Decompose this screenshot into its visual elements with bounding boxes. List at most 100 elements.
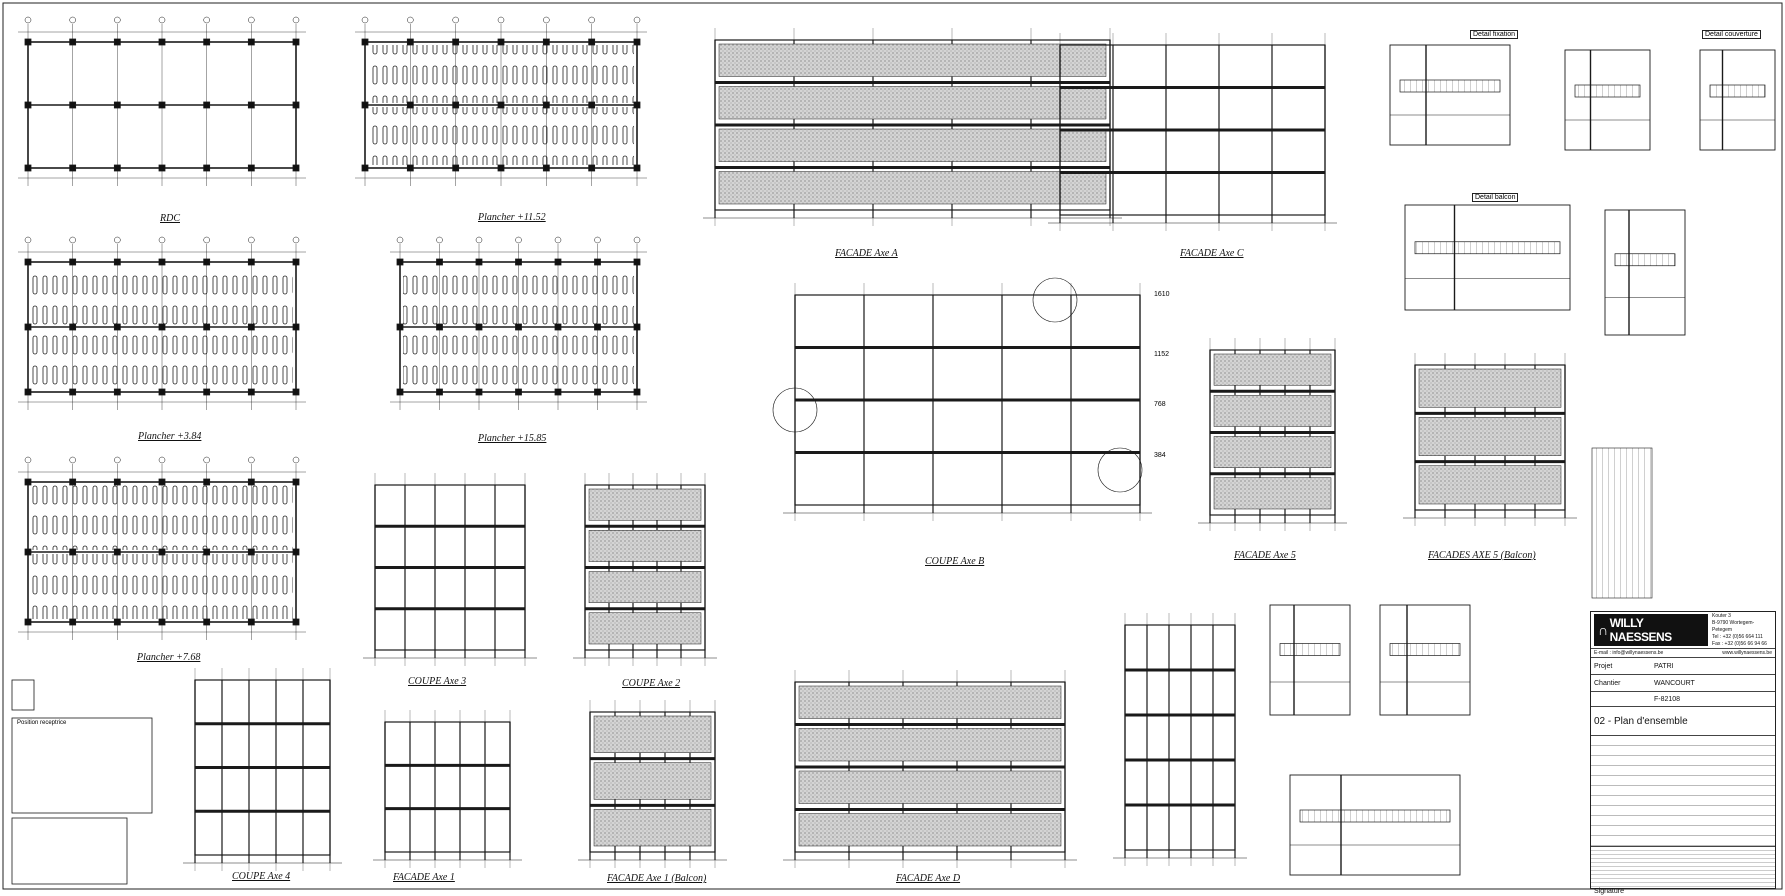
- plan-rdc-column: [247, 38, 255, 46]
- plan-1152-column: [588, 38, 596, 46]
- label-plancher-768: Plancher +7.68: [137, 652, 201, 663]
- facade-5-panel: [1213, 477, 1332, 510]
- plan-rdc-column: [24, 164, 32, 172]
- email: E-mail : info@willynaessens.be: [1594, 650, 1664, 656]
- plan-384-column: [203, 388, 211, 396]
- plan-768-column: [24, 618, 32, 626]
- label-facades-5-balcon: FACADES AXE 5 (Balcon): [1428, 550, 1536, 561]
- plan-384-column: [203, 258, 211, 266]
- plan-rdc-column: [292, 164, 300, 172]
- plan-1152-axis-bubble: [497, 16, 505, 24]
- plan-rdc-column: [203, 38, 211, 46]
- label-facade-a: FACADE Axe A: [835, 248, 898, 259]
- website: www.willynaessens.be: [1722, 650, 1772, 656]
- phone: Tel : +32 (0)56 664 111: [1712, 633, 1763, 640]
- detail-side-frame: [1604, 209, 1686, 336]
- north-mark: [11, 679, 35, 711]
- plan-384-column: [158, 258, 166, 266]
- facade-a-panel: [718, 128, 1107, 162]
- plan-1585-column: [475, 388, 483, 396]
- detail-a-slab: [1399, 79, 1501, 93]
- plan-1585-column: [554, 388, 562, 396]
- plan-768-column: [292, 548, 300, 556]
- detail-b1-slab: [1279, 643, 1341, 656]
- coupe-2-panel: [588, 530, 702, 562]
- plan-384-axis-bubble: [248, 236, 255, 244]
- detail-balcon-slab: [1414, 241, 1561, 255]
- plan-1585-column: [396, 258, 404, 266]
- projet-label: Projet: [1594, 662, 1613, 670]
- plan-768-column: [292, 618, 300, 626]
- company-name: WILLY NAESSENS: [1609, 616, 1673, 644]
- label-plancher-384: Plancher +3.84: [138, 431, 202, 442]
- address-line-2: B-9790 Wortegem-Petegem: [1712, 619, 1755, 633]
- plan-1585-axis-bubble: [594, 236, 601, 244]
- company-logo: ∩WILLY NAESSENS: [1594, 614, 1709, 646]
- plan-768-column: [292, 478, 300, 486]
- level-1610: 1610: [1154, 291, 1170, 298]
- detail-couverture-frame: [1699, 49, 1776, 151]
- plan-rdc-column: [203, 164, 211, 172]
- plan-768-column: [247, 618, 255, 626]
- plan-rdc-axis-bubble: [203, 16, 210, 24]
- plan-768-axis-bubble: [292, 456, 300, 464]
- plan-768-column: [69, 548, 77, 556]
- plan-384-axis-bubble: [292, 236, 300, 244]
- plan-384-column: [247, 323, 255, 331]
- plan-768-column: [24, 478, 32, 486]
- logo-mark-icon: ∩: [1598, 622, 1608, 638]
- detail-callout: [1032, 277, 1078, 323]
- plan-rdc-column: [24, 101, 32, 109]
- plan-1585-column: [515, 323, 522, 331]
- plan-384-column: [203, 323, 211, 331]
- plan-1152-column: [633, 101, 641, 109]
- plan-1585-axis-bubble: [515, 236, 522, 244]
- plan-1152-column: [452, 164, 460, 172]
- plan-rdc-column: [292, 38, 300, 46]
- plan-768-column: [203, 478, 211, 486]
- notes-panel: [1591, 447, 1653, 599]
- facade-d-panel: [798, 813, 1062, 847]
- plan-1152-axis-bubble: [588, 16, 595, 24]
- plan-768-column: [69, 618, 77, 626]
- facade-5-panel: [1213, 395, 1332, 427]
- plan-1152-column: [452, 38, 460, 46]
- plan-rdc-column: [247, 101, 255, 109]
- chantier-label: Chantier: [1594, 679, 1621, 687]
- plan-1152-column: [406, 101, 414, 109]
- plan-768-column: [247, 478, 255, 486]
- facade-1-balcon-panel: [593, 715, 712, 753]
- facades-5-balcon-panel: [1418, 465, 1562, 505]
- plan-768-axis-bubble: [69, 456, 76, 464]
- plan-1585-column: [594, 388, 601, 396]
- plan-768-axis-bubble: [158, 456, 166, 464]
- detail-c-frame: [1289, 774, 1461, 876]
- detail-b1-frame: [1269, 604, 1351, 716]
- plan-768-axis-bubble: [248, 456, 255, 464]
- facades-5-balcon-panel: [1418, 368, 1562, 408]
- facade-a-panel: [718, 43, 1107, 77]
- plan-1152-column: [542, 101, 550, 109]
- tag-detail-fixation: Detail fixation: [1470, 30, 1519, 39]
- plan-1585-axis-bubble: [475, 236, 483, 244]
- plan-768-column: [69, 478, 77, 486]
- facades-5-balcon-panel: [1418, 417, 1562, 456]
- plan-rdc-column: [113, 38, 121, 46]
- plan-384-column: [247, 258, 255, 266]
- plan-1585-column: [633, 258, 641, 266]
- plan-rdc-column: [203, 101, 211, 109]
- plan-rdc-column: [69, 38, 77, 46]
- reference: F-82108: [1654, 695, 1681, 703]
- tag-detail-couverture: Detail couverture: [1702, 30, 1761, 39]
- plan-384-axis-bubble: [203, 236, 210, 244]
- level-768: 768: [1154, 401, 1166, 408]
- label-facade-1: FACADE Axe 1: [393, 872, 455, 883]
- plan-rdc-column: [158, 38, 166, 46]
- facade-5-panel: [1213, 353, 1332, 386]
- level-384: 384: [1154, 452, 1166, 459]
- plan-1585-column: [515, 258, 522, 266]
- plan-rdc-column: [158, 164, 166, 172]
- detail-fixation-frame: [1564, 49, 1651, 151]
- label-rdc: RDC: [160, 213, 180, 224]
- plan-1585-column: [396, 388, 404, 396]
